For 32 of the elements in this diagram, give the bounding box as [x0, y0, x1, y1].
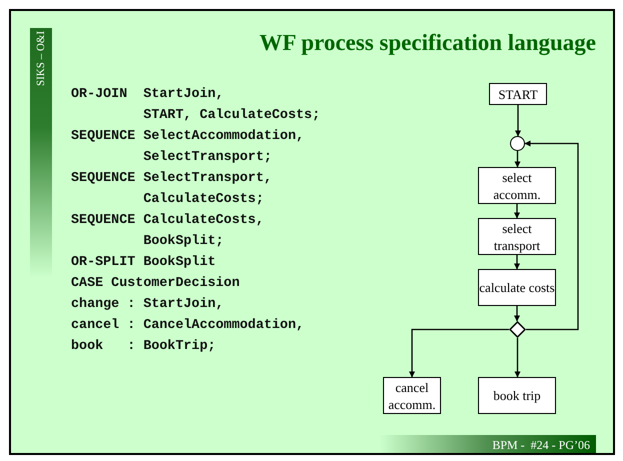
- code-line: change : StartJoin,: [71, 296, 225, 314]
- code-line: cancel : CancelAccommodation,: [71, 317, 306, 335]
- footer-bar: BPM - #24 - PG’06: [379, 435, 596, 453]
- arrow: [409, 328, 509, 378]
- code-line: SelectTransport;: [142, 149, 273, 167]
- join-circle: [510, 136, 525, 151]
- code-line: START, CalculateCosts;: [142, 107, 320, 125]
- code-line: OR-SPLIT BookSplit: [71, 254, 217, 272]
- code-line: CalculateCosts;: [142, 191, 265, 209]
- code-line: SEQUENCE SelectTransport,: [71, 170, 273, 188]
- arrow: [514, 151, 520, 168]
- sidebar-text: SIKS – O&I: [34, 31, 48, 88]
- slide-title: WF process specification language: [258, 30, 596, 56]
- arrow: [514, 306, 520, 322]
- arrow: [515, 105, 521, 136]
- process-box: calculate costs: [478, 269, 556, 306]
- arrow: [524, 140, 579, 330]
- process-box: cancel accomm.: [383, 377, 441, 414]
- code-line: book : BookTrip;: [71, 338, 217, 356]
- code-line: BookSplit;: [142, 233, 225, 251]
- code-line: CASE CustomerDecision: [71, 275, 241, 293]
- process-box: select transport: [478, 218, 556, 255]
- decision-diamond: [509, 321, 526, 338]
- code-line: SEQUENCE CalculateCosts,: [71, 212, 265, 230]
- arrow: [514, 255, 520, 270]
- code-line: OR-JOIN StartJoin,: [71, 86, 225, 104]
- code-line: SEQUENCE SelectAccommodation,: [71, 128, 306, 146]
- arrow: [514, 338, 520, 378]
- process-box: START: [489, 83, 547, 105]
- process-box: book trip: [478, 377, 556, 414]
- process-box: select accomm.: [478, 167, 556, 204]
- arrow: [514, 204, 520, 218]
